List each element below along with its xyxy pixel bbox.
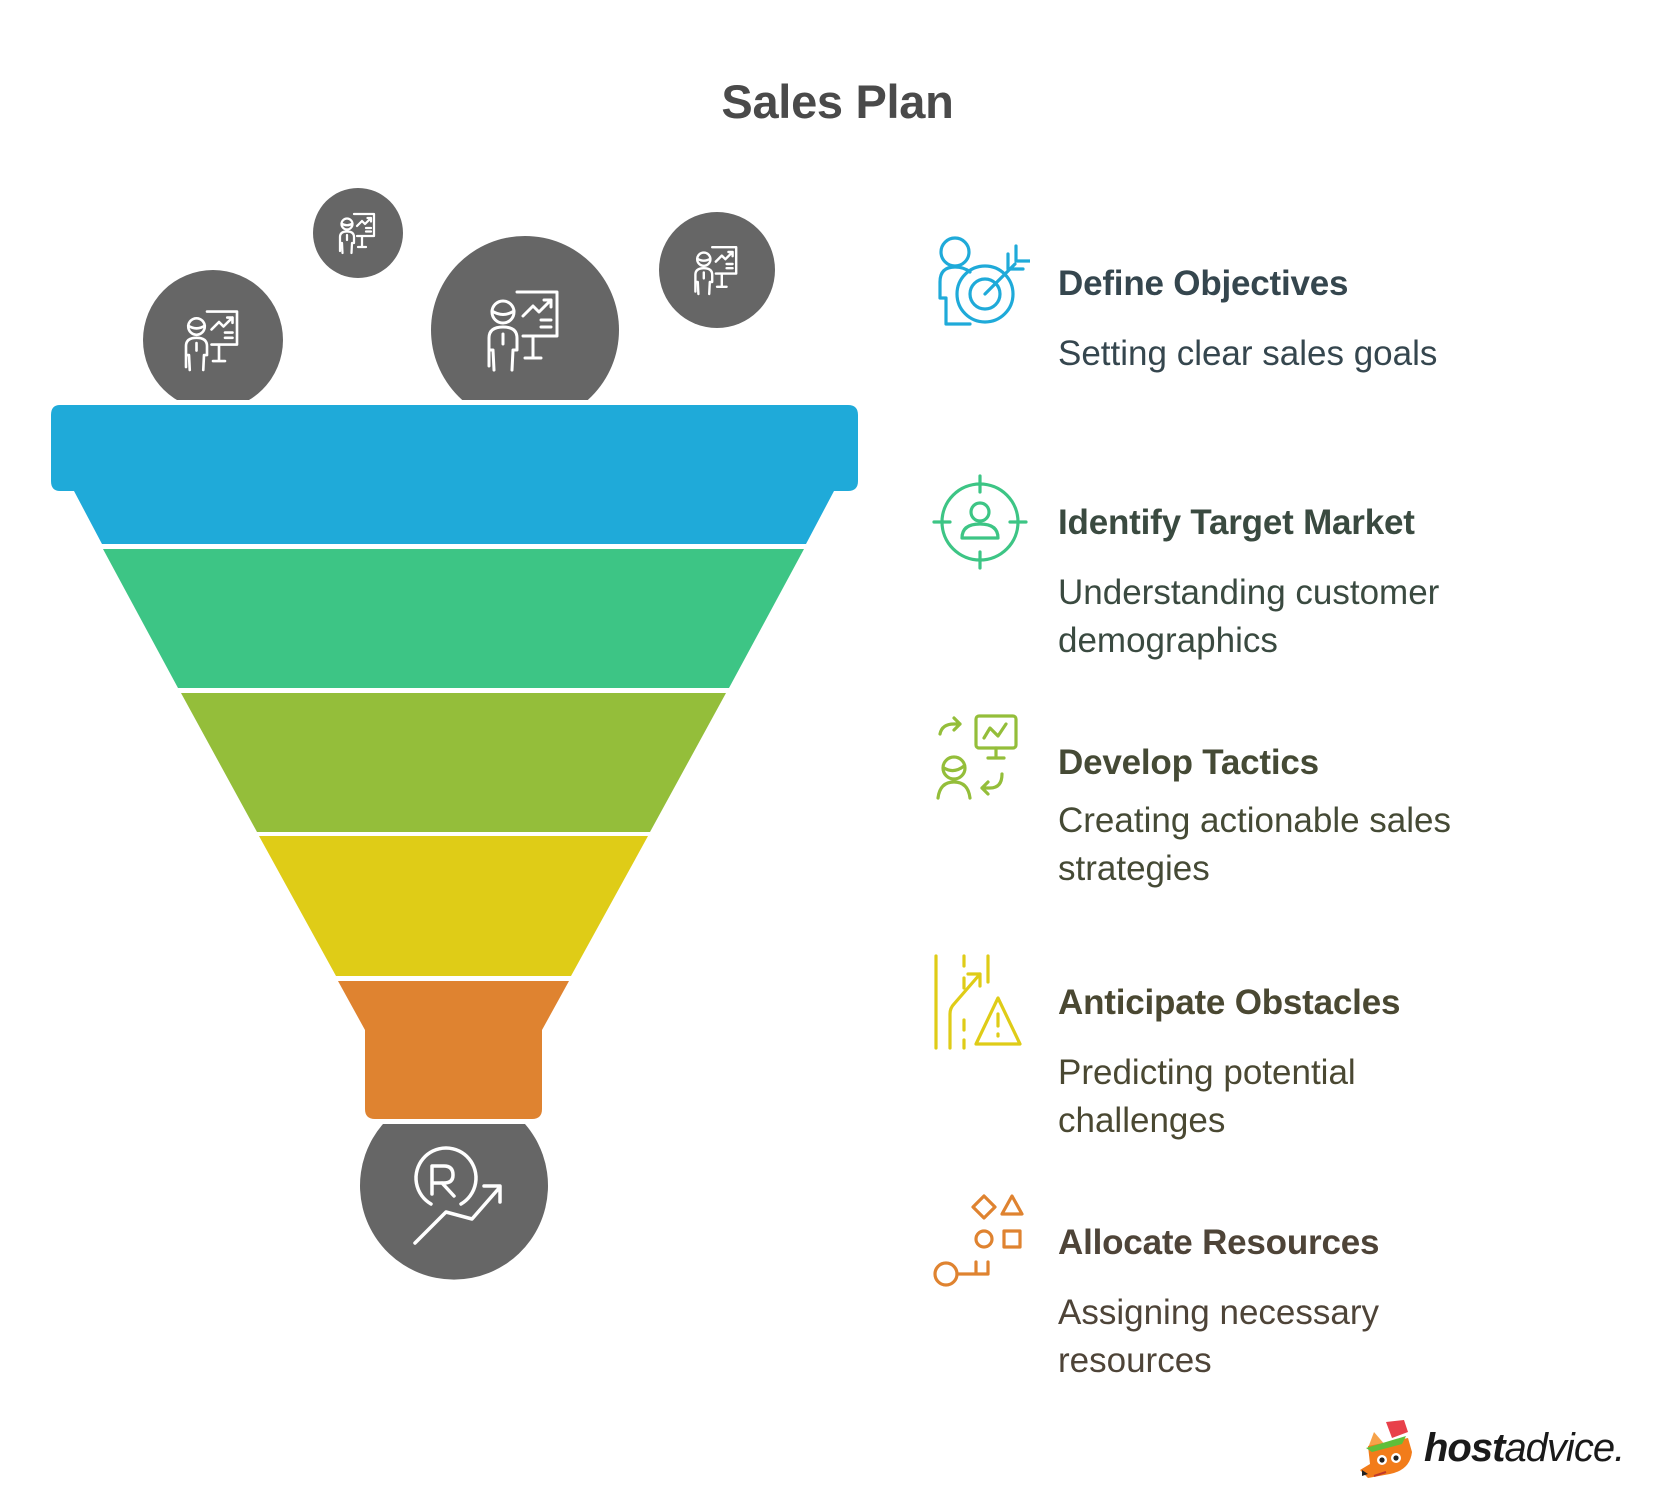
road-warning-icon bbox=[934, 954, 1022, 1050]
page-title: Sales Plan bbox=[721, 75, 954, 128]
funnel-segment-1 bbox=[51, 405, 858, 544]
step-develop-tactics: Develop Tactics Creating actionable sale… bbox=[1058, 742, 1528, 893]
step-description: Creating actionable sales strategies bbox=[1058, 801, 1452, 888]
step-heading: Develop Tactics bbox=[1058, 743, 1319, 782]
step-define-objectives: Define Objectives Setting clear sales go… bbox=[1058, 263, 1528, 378]
step-heading: Identify Target Market bbox=[1058, 503, 1415, 542]
presenter-chart-icon bbox=[487, 290, 559, 372]
logo-wordmark: hostadvice. bbox=[1424, 1426, 1625, 1470]
presenter-chart-icon bbox=[694, 245, 738, 296]
step-description: Setting clear sales goals bbox=[1058, 334, 1438, 373]
strategy-presentation-icon bbox=[936, 714, 1018, 800]
funnel-segment-2 bbox=[103, 549, 804, 688]
person-target-icon bbox=[938, 236, 1030, 326]
top-circle-1 bbox=[143, 270, 283, 410]
funnel-segment-5 bbox=[338, 981, 569, 1119]
step-heading: Allocate Resources bbox=[1058, 1223, 1380, 1262]
bottom-circle bbox=[359, 1124, 548, 1280]
top-circle-2 bbox=[313, 188, 403, 278]
step-heading: Anticipate Obstacles bbox=[1058, 983, 1401, 1022]
step-anticipate-obstacles: Anticipate Obstacles Predicting potentia… bbox=[1058, 982, 1528, 1145]
step-description: Predicting potential challenges bbox=[1058, 1053, 1356, 1140]
registered-growth-icon bbox=[413, 1146, 502, 1245]
presenter-chart-icon bbox=[338, 212, 376, 255]
hostadvice-logo: hostadvice. bbox=[1356, 1418, 1626, 1482]
shapes-key-icon bbox=[933, 1194, 1024, 1287]
top-circle-3 bbox=[431, 236, 619, 424]
funnel-segment-4 bbox=[259, 836, 648, 976]
step-identify-target-market: Identify Target Market Understanding cus… bbox=[1058, 502, 1528, 665]
step-description: Understanding customer demographics bbox=[1058, 573, 1440, 660]
step-allocate-resources: Allocate Resources Assigning necessary r… bbox=[1058, 1222, 1528, 1385]
crosshair-person-icon bbox=[932, 474, 1028, 570]
top-circle-4 bbox=[659, 212, 775, 328]
step-heading: Define Objectives bbox=[1058, 264, 1349, 303]
funnel-segment-3 bbox=[181, 693, 726, 832]
presenter-chart-icon bbox=[184, 310, 239, 372]
fox-mascot-icon bbox=[1360, 1420, 1412, 1478]
step-description: Assigning necessary resources bbox=[1058, 1293, 1379, 1380]
